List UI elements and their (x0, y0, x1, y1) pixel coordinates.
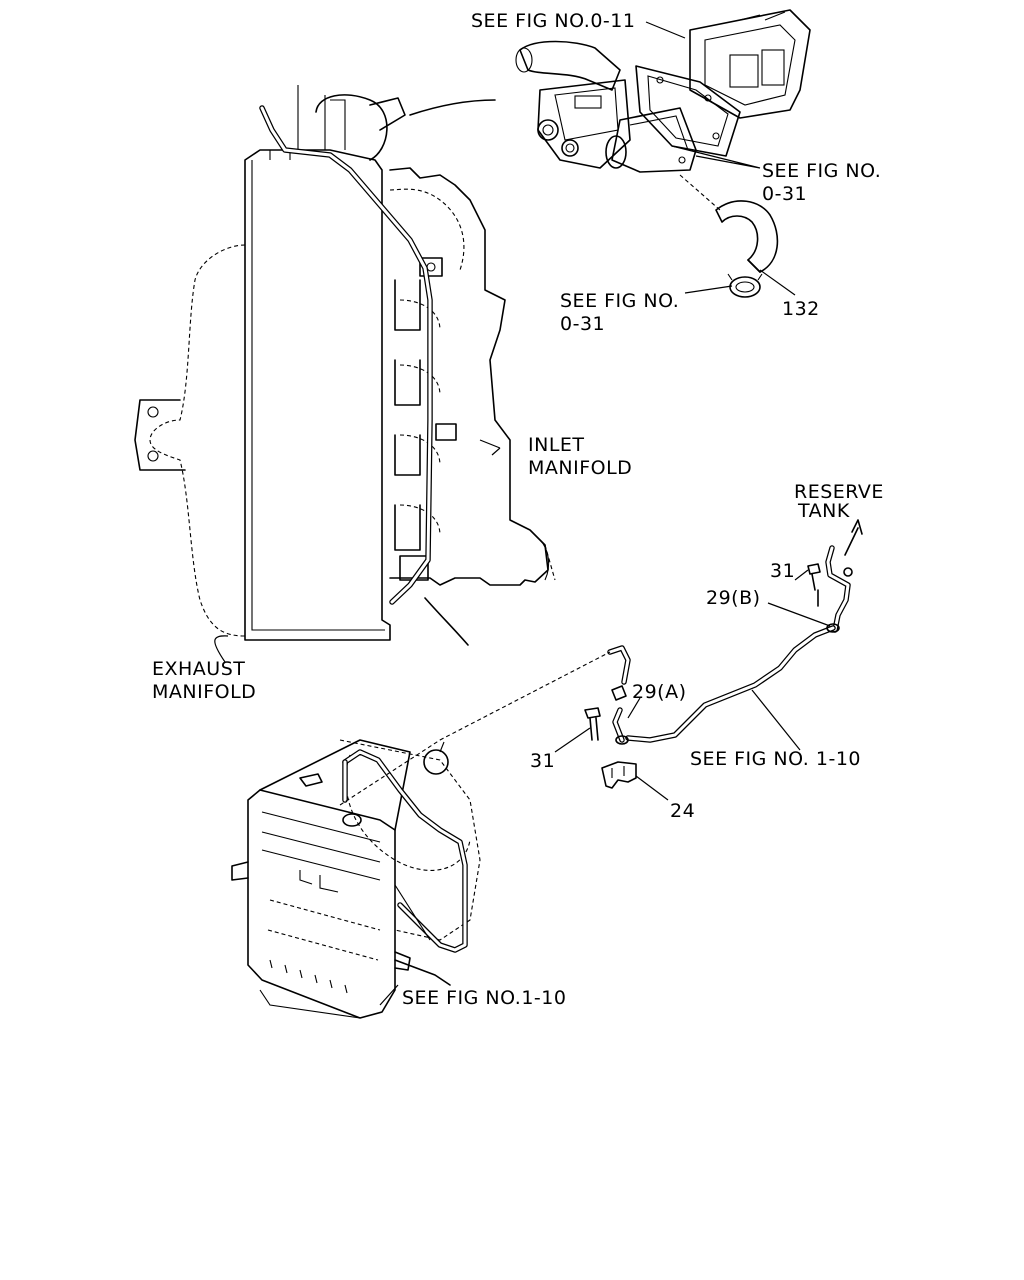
hose-132 (715, 200, 779, 298)
label-inlet-manifold-line2: MANIFOLD (528, 457, 633, 479)
radiator (231, 651, 611, 1019)
inlet-manifold (389, 167, 556, 586)
label-exhaust-manifold-line1: EXHAUST (152, 658, 246, 680)
label-inlet-manifold-line1: INLET (528, 434, 585, 456)
leader-lines (214, 21, 831, 1006)
label-part-24: 24 (670, 800, 696, 822)
reserve-tank-pipe (584, 519, 863, 789)
label-part-31-lower: 31 (530, 750, 556, 772)
label-see-fig-0-31-top-line2: 0-31 (762, 183, 808, 205)
label-part-29a: 29(A) (632, 681, 687, 703)
label-see-fig-1-10-right: SEE FIG NO. 1-10 (690, 748, 862, 770)
label-part-132: 132 (782, 298, 820, 320)
label-exhaust-manifold-line2: MANIFOLD (152, 681, 257, 703)
label-reserve-tank-line1: RESERVE (794, 481, 884, 503)
exhaust-manifold (134, 244, 246, 637)
label-reserve-tank-line2: TANK (798, 500, 850, 522)
label-see-fig-0-31-top-line1: SEE FIG NO. (762, 160, 882, 182)
engine-block (244, 85, 496, 646)
label-see-fig-0-31-mid-line2: 0-31 (560, 313, 606, 335)
bypass-pipe (259, 105, 433, 605)
label-see-fig-0-31-mid-line1: SEE FIG NO. (560, 290, 680, 312)
label-see-fig-0-11: SEE FIG NO.0-11 (471, 10, 636, 32)
label-part-31-upper: 31 (770, 560, 796, 582)
label-see-fig-1-10-bottom: SEE FIG NO.1-10 (402, 987, 567, 1009)
thermostat-housing-assembly (515, 9, 811, 211)
label-part-29b: 29(B) (706, 587, 761, 609)
